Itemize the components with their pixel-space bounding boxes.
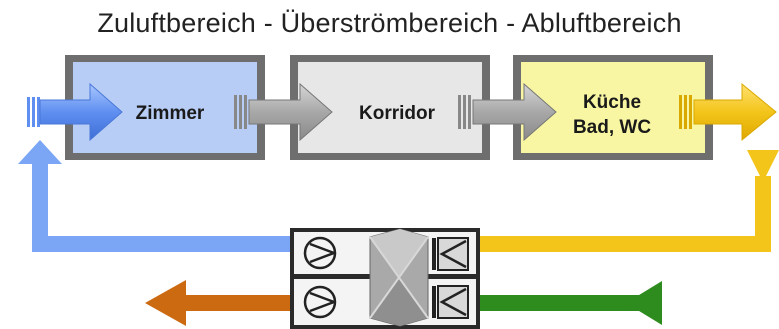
- supply-air-inlet-arrow: [27, 82, 123, 142]
- transfer-air-arrow-1: [248, 82, 333, 142]
- room-label-kueche-line2: Bad, WC: [573, 117, 651, 138]
- exhaust-grille: [679, 95, 692, 129]
- room-label-korridor: Korridor: [359, 103, 436, 124]
- room-label-kueche-line1: Küche: [583, 92, 641, 113]
- transfer-air-arrow-2: [472, 82, 557, 142]
- outdoor-air-duct: [478, 281, 662, 325]
- room-label-zimmer: Zimmer: [136, 103, 205, 124]
- exhaust-air-arrow: [693, 82, 777, 142]
- diagram-title: Zuluftbereich - Überströmbereich - Abluf…: [97, 8, 682, 38]
- room-korridor: [290, 55, 490, 160]
- discharge-air-arrow: [145, 280, 292, 326]
- transfer-grille-1: [234, 95, 247, 129]
- supply-fan-icon: [303, 236, 337, 270]
- exhaust-fan-icon: [303, 285, 337, 319]
- outdoor-air-filter-icon: [432, 285, 469, 319]
- exhaust-air-duct: [478, 150, 779, 252]
- exhaust-filter-icon: [432, 237, 469, 271]
- transfer-grille-2: [458, 95, 471, 129]
